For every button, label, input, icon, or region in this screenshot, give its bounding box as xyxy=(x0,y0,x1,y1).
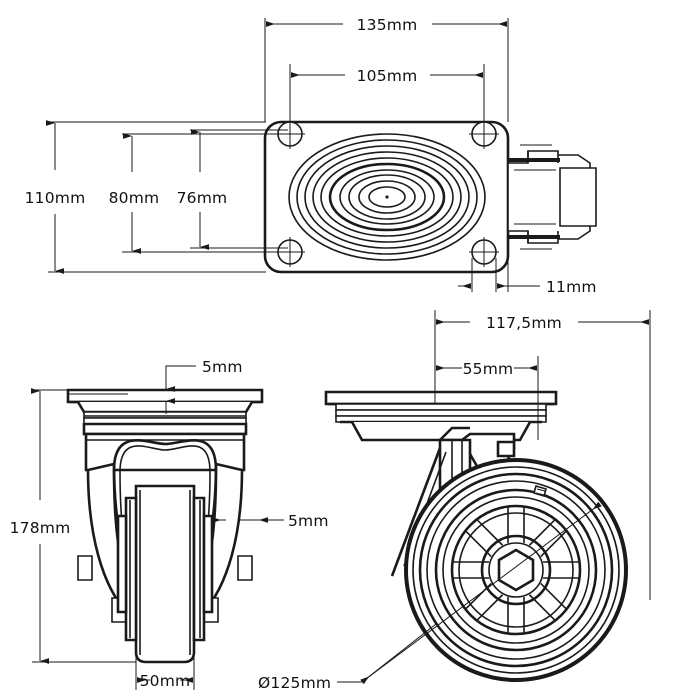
dimension-117-5mm: 117,5mm xyxy=(434,310,651,600)
dimension-105mm: 105mm xyxy=(289,64,485,128)
swivel-raceway-rings xyxy=(289,134,485,260)
dimension-label-55mm: 55mm xyxy=(463,360,514,378)
front-swivel-head xyxy=(78,402,252,470)
dimension-label-80mm: 80mm xyxy=(109,189,160,207)
dimension-178mm: 178mm xyxy=(10,388,136,664)
dimension-80mm: 80mm xyxy=(109,133,288,254)
wheel-hex-hub xyxy=(499,550,533,590)
dimension-76mm: 76mm xyxy=(177,129,288,250)
side-wheel xyxy=(406,460,626,680)
dimension-110mm: 110mm xyxy=(25,120,266,274)
dimension-11mm: 11mm xyxy=(458,240,597,296)
dimension-label-5mm-tread: 5mm xyxy=(288,512,329,530)
front-top-plate xyxy=(68,390,262,402)
dimension-55mm: 55mm xyxy=(434,356,539,440)
dimension-label-76mm: 76mm xyxy=(177,189,228,207)
side-top-plate xyxy=(326,392,556,440)
dimension-label-110mm: 110mm xyxy=(25,189,86,207)
dimension-50mm: 50mm xyxy=(135,650,195,690)
side-elevation-view: 117,5mm 55mm Ø125mm xyxy=(258,310,651,692)
dimension-label-125mm: Ø125mm xyxy=(258,674,331,692)
dimension-label-178mm: 178mm xyxy=(10,519,71,537)
dimension-5mm-tread: 5mm xyxy=(212,512,329,530)
dimension-135mm: 135mm xyxy=(264,16,509,122)
wheel-spokes xyxy=(452,506,580,634)
dimension-label-105mm: 105mm xyxy=(357,67,418,85)
dimension-5mm-plate-thickness: 5mm xyxy=(165,358,243,414)
front-elevation-view: 5mm 178mm 5mm 50mm xyxy=(10,358,329,690)
swivel-housing-profile xyxy=(508,145,596,249)
dimension-label-135mm: 135mm xyxy=(357,16,418,34)
dimension-label-5mm-plate: 5mm xyxy=(202,358,243,376)
dimension-label-50mm: 50mm xyxy=(140,672,191,690)
dimension-label-117-5mm: 117,5mm xyxy=(486,314,562,332)
dimension-125mm-diameter: Ø125mm xyxy=(258,501,602,692)
dimension-label-11mm: 11mm xyxy=(546,278,597,296)
top-plate-plan-view: 135mm 105mm 110mm 80mm xyxy=(25,16,597,296)
front-wheel xyxy=(118,486,212,662)
